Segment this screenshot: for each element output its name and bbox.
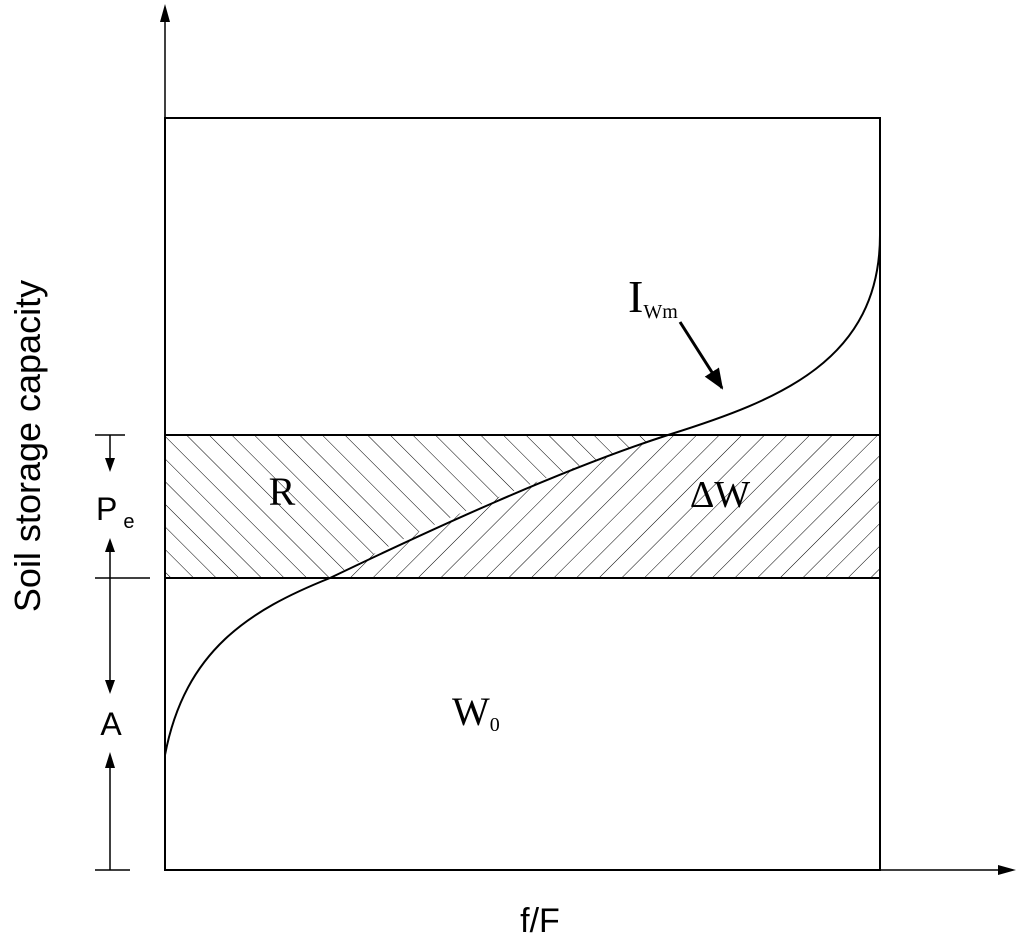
a-top-arrowhead (105, 680, 115, 694)
storage-change-region-hatch (330, 435, 880, 578)
storage-change-label: ΔW (690, 474, 750, 516)
y-axis-label: Soil storage capacity (7, 280, 48, 612)
a-label: A (100, 706, 122, 742)
a-bottom-arrowhead (105, 752, 115, 768)
pe-top-arrowhead (105, 458, 115, 472)
pe-bottom-arrowhead (105, 538, 115, 552)
runoff-region-hatch (165, 435, 668, 578)
curve-pointer-arrow (678, 321, 724, 390)
initial-storage-label: W0 (452, 689, 500, 736)
curve-label: IWm (628, 271, 678, 323)
x-axis-arrowhead (998, 865, 1016, 875)
runoff-label: R (269, 469, 296, 514)
storage-capacity-curve (164, 234, 881, 756)
x-axis-label: f/F (520, 902, 560, 940)
y-axis-arrowhead (160, 4, 170, 22)
